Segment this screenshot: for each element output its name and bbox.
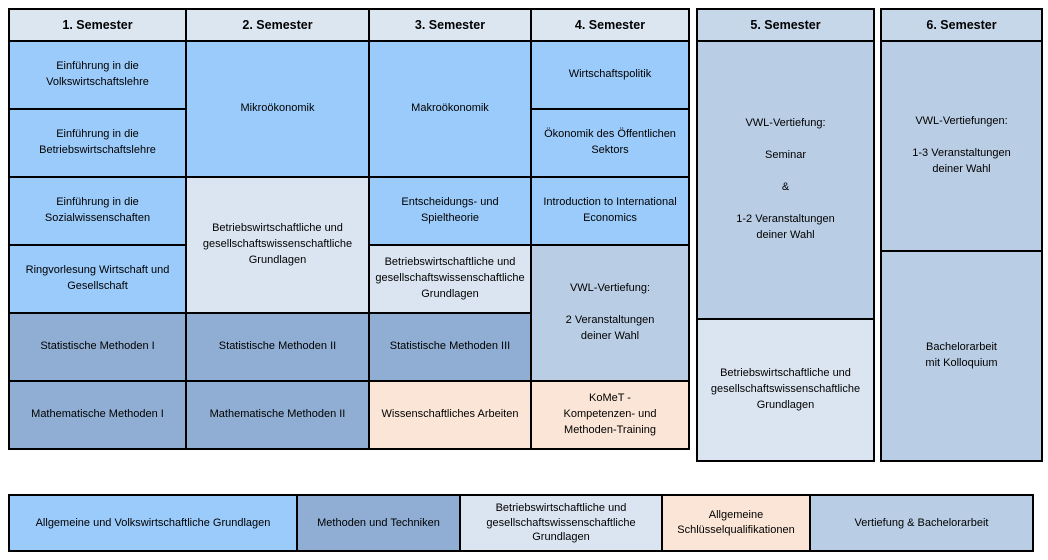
header-semester-2: 2. Semester bbox=[185, 8, 370, 42]
curriculum-board: 1. Semester 2. Semester 3. Semester 4. S… bbox=[8, 8, 1043, 462]
header-semester-1: 1. Semester bbox=[8, 8, 187, 42]
schedule-table-sem1-4: 1. Semester 2. Semester 3. Semester 4. S… bbox=[8, 8, 690, 450]
header-semester-5: 5. Semester bbox=[696, 8, 875, 42]
course-oekonomik-oeffentlicher-sektor: Ökonomik des Öffentlichen Sektors bbox=[530, 108, 690, 178]
legend-item-allgemeine-schluesselqualifikationen: Allgemeine Schlüsselqualifikationen bbox=[661, 494, 811, 552]
course-bwl-gesellschaft-grundlagen-sem2: Betriebswirtschaftliche und gesellschaft… bbox=[185, 176, 370, 314]
course-komet-training: KoMeT - Kompetenzen- und Methoden-Traini… bbox=[530, 380, 690, 450]
course-statistische-methoden-3: Statistische Methoden III bbox=[368, 312, 532, 382]
course-einfuehrung-vwl: Einführung in die Volkswirtschaftslehre bbox=[8, 40, 187, 110]
header-semester-6: 6. Semester bbox=[880, 8, 1043, 42]
header-semester-3: 3. Semester bbox=[368, 8, 532, 42]
course-bachelorarbeit-kolloquium: Bachelorarbeit mit Kolloquium bbox=[880, 250, 1043, 462]
course-vwl-vertiefung-sem4: VWL-Vertiefung: 2 Veranstaltungen deiner… bbox=[530, 244, 690, 382]
schedule-table-sem5: 5. Semester VWL-Vertiefung: Seminar & 1-… bbox=[696, 8, 875, 462]
header-semester-4: 4. Semester bbox=[530, 8, 690, 42]
course-vwl-vertiefung-sem5: VWL-Vertiefung: Seminar & 1-2 Veranstalt… bbox=[696, 40, 875, 320]
course-einfuehrung-sozialwissenschaften: Einführung in die Sozialwissenschaften bbox=[8, 176, 187, 246]
course-statistische-methoden-1: Statistische Methoden I bbox=[8, 312, 187, 382]
legend: Allgemeine und Volkswirtschaftliche Grun… bbox=[8, 494, 1040, 552]
legend-item-betriebswirtschaftliche-grundlagen: Betriebswirtschaftliche und gesellschaft… bbox=[459, 494, 663, 552]
course-introduction-international-economics: Introduction to International Economics bbox=[530, 176, 690, 246]
course-mikrooekonomik: Mikroökonomik bbox=[185, 40, 370, 178]
legend-item-methoden-und-techniken: Methoden und Techniken bbox=[296, 494, 461, 552]
course-einfuehrung-bwl: Einführung in die Betriebswirtschaftsleh… bbox=[8, 108, 187, 178]
schedule-table-sem6: 6. Semester VWL-Vertiefungen: 1-3 Verans… bbox=[880, 8, 1043, 462]
course-entscheidungs-und-spieltheorie: Entscheidungs- und Spieltheorie bbox=[368, 176, 532, 246]
course-wissenschaftliches-arbeiten: Wissenschaftliches Arbeiten bbox=[368, 380, 532, 450]
course-mathematische-methoden-1: Mathematische Methoden I bbox=[8, 380, 187, 450]
legend-item-allgemeine-volkswirtschaftliche-grundlagen: Allgemeine und Volkswirtschaftliche Grun… bbox=[8, 494, 298, 552]
course-vwl-vertiefungen-sem6: VWL-Vertiefungen: 1-3 Veranstaltungen de… bbox=[880, 40, 1043, 252]
course-makrooekonomik: Makroökonomik bbox=[368, 40, 532, 178]
course-wirtschaftspolitik: Wirtschaftspolitik bbox=[530, 40, 690, 110]
course-statistische-methoden-2: Statistische Methoden II bbox=[185, 312, 370, 382]
course-ringvorlesung-wirtschaft-gesellschaft: Ringvorlesung Wirtschaft und Gesellschaf… bbox=[8, 244, 187, 314]
course-bwl-gesellschaft-grundlagen-sem5: Betriebswirtschaftliche und gesellschaft… bbox=[696, 318, 875, 462]
legend-item-vertiefung-bachelorarbeit: Vertiefung & Bachelorarbeit bbox=[809, 494, 1034, 552]
course-mathematische-methoden-2: Mathematische Methoden II bbox=[185, 380, 370, 450]
course-bwl-gesellschaft-grundlagen-sem3: Betriebswirtschaftliche und gesellschaft… bbox=[368, 244, 532, 314]
